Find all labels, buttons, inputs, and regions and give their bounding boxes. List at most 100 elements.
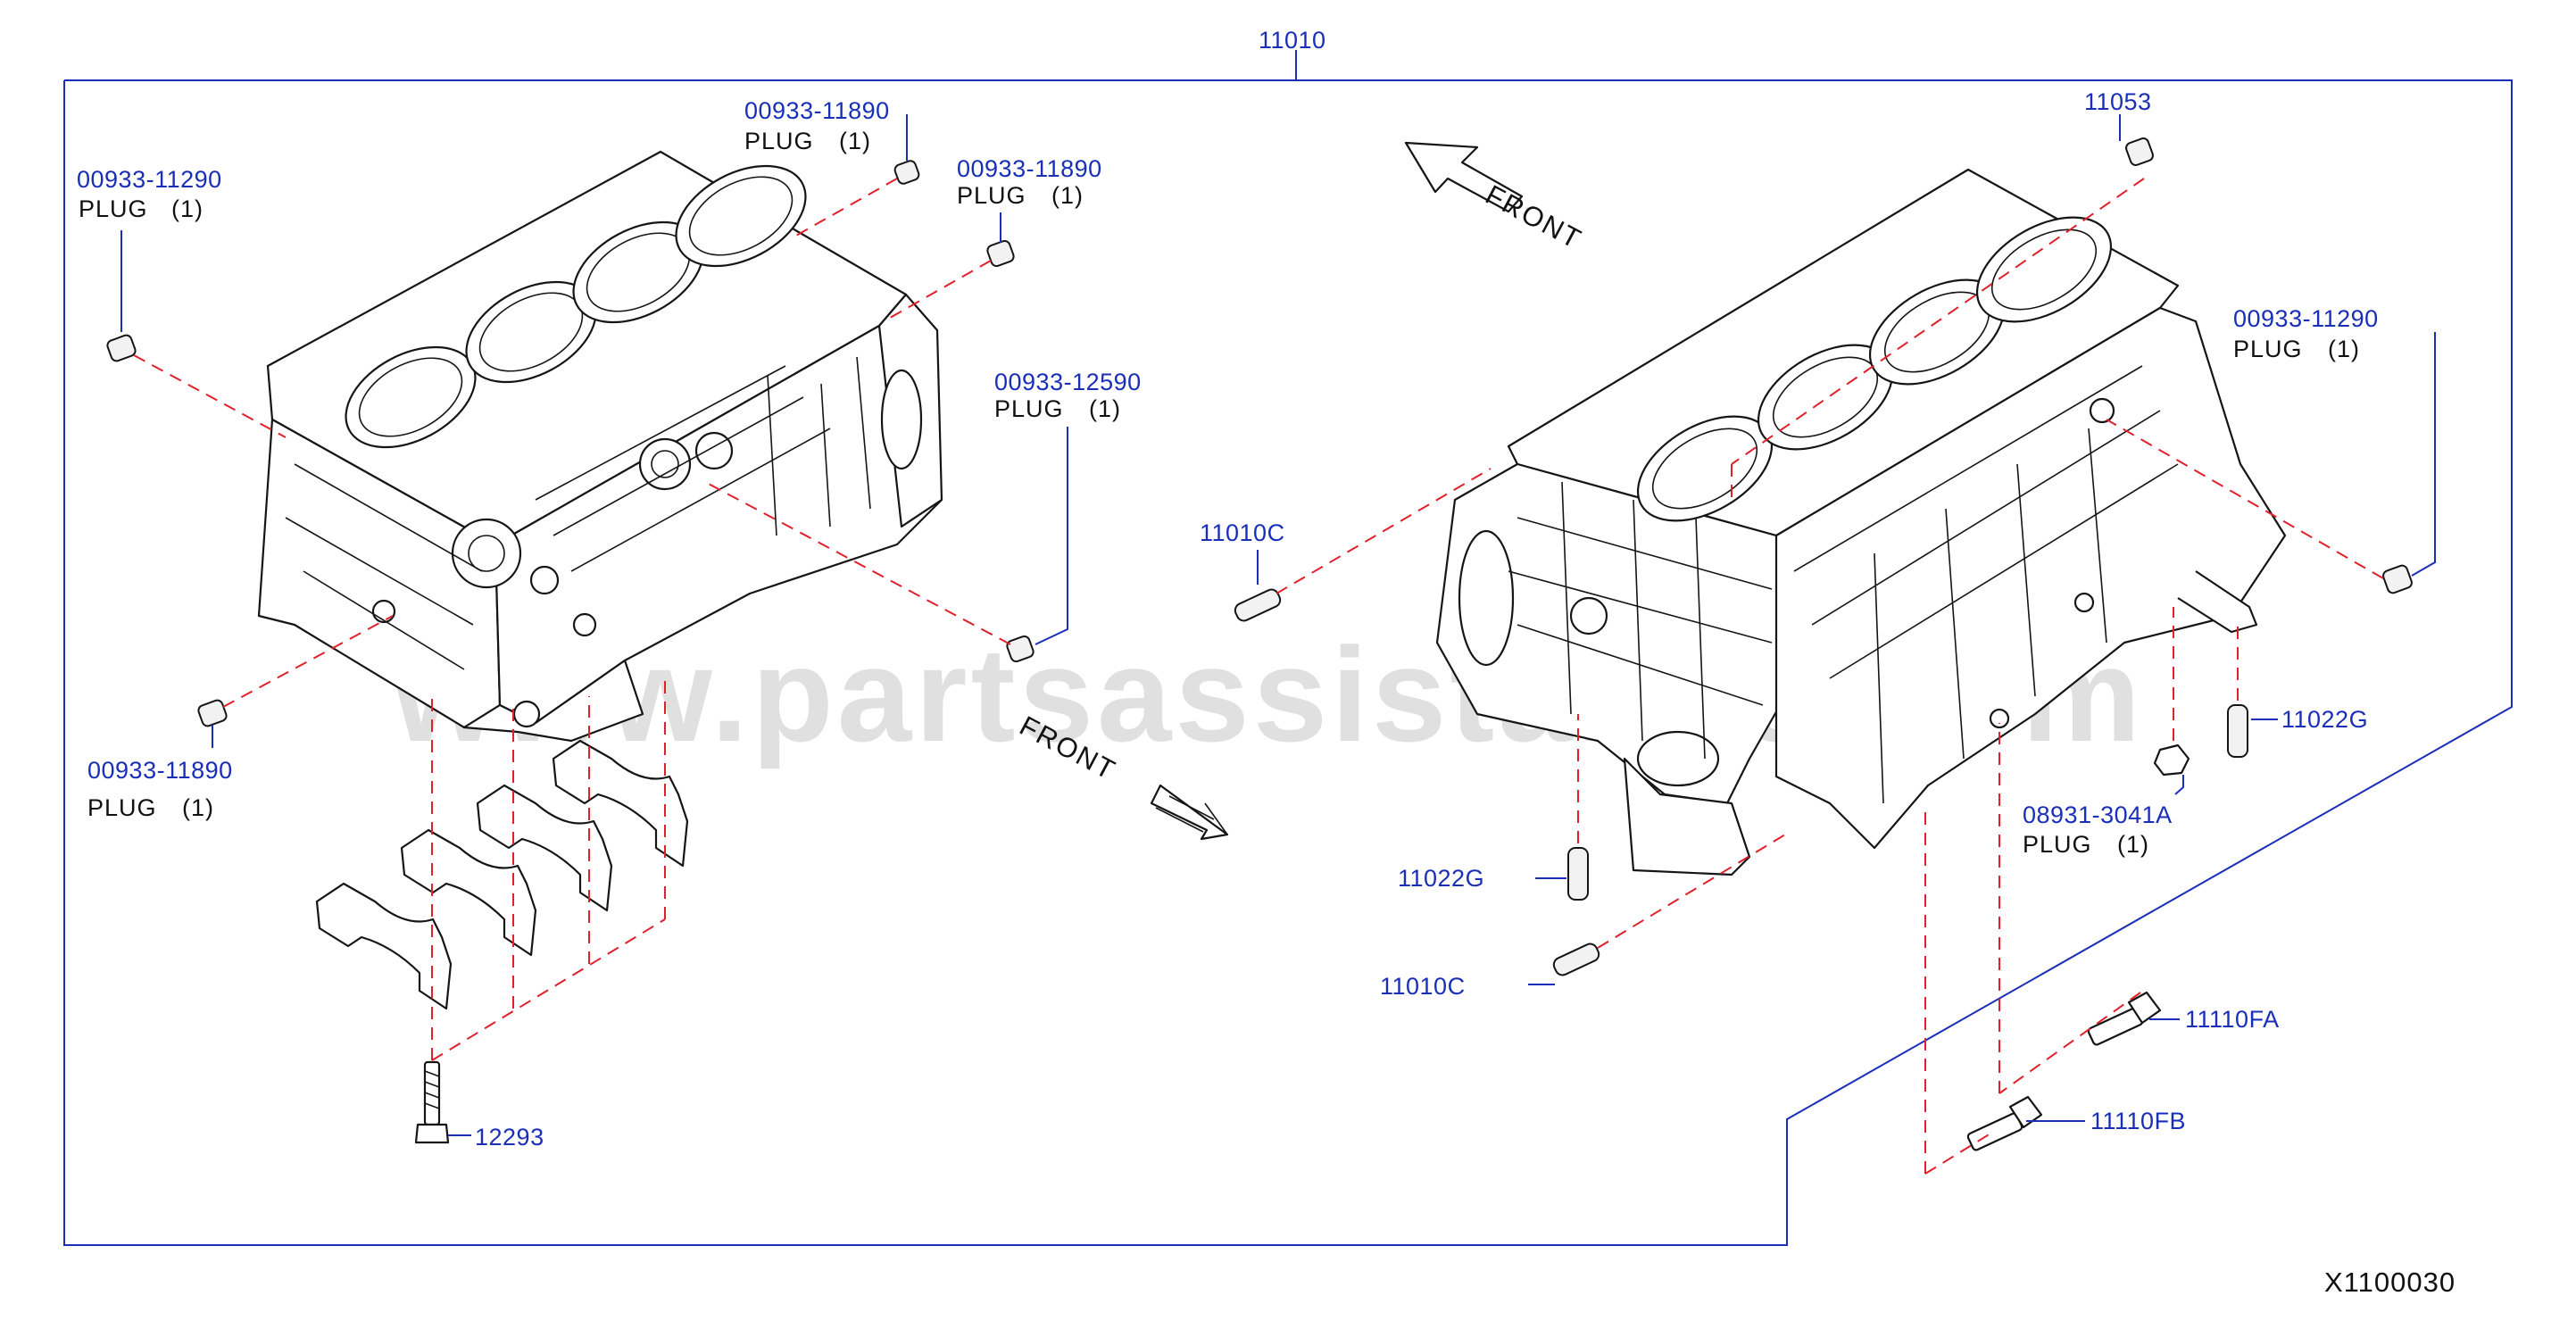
right-crank-bore	[1636, 730, 1720, 787]
left-boss-3	[529, 565, 560, 595]
plug-3041a-icon[interactable]	[2153, 743, 2190, 777]
pin-11022g-left-icon[interactable]	[1567, 847, 1589, 901]
plug-11890-top-qty: (1)	[839, 128, 871, 154]
left-cylinder-block	[257, 150, 943, 743]
left-bore-4-inner	[688, 176, 794, 256]
right-boss-4	[1989, 708, 2010, 729]
plug-3041a-pn[interactable]: 08931-3041A	[2023, 802, 2173, 828]
plug-3041a-leader	[2174, 775, 2184, 795]
left-boss-large-hole	[651, 450, 679, 478]
bolt-11110fa-pn[interactable]: 11110FA	[2185, 1006, 2280, 1033]
left-boss-5	[512, 700, 541, 728]
diagram-code: X1100030	[2324, 1267, 2456, 1298]
right-dashed-lines	[1276, 178, 2384, 1175]
plug-11890-right-desc: PLUG	[957, 182, 1026, 209]
right-front-arrow-icon	[1404, 141, 1524, 213]
main-bearing-caps	[315, 739, 689, 1010]
left-block-ribs	[535, 356, 871, 572]
bearing-cap-3	[476, 784, 613, 912]
left-oil-filter-hole	[468, 535, 505, 572]
part-11053-pn[interactable]: 11053	[2084, 88, 2152, 115]
plug-11890-right-qty: (1)	[1051, 182, 1084, 209]
right-small-parts	[1233, 137, 2413, 1151]
plug-11890-top-desc: PLUG	[744, 128, 814, 154]
left-boss-small	[694, 431, 734, 470]
plug-12590-desc: PLUG	[994, 395, 1064, 422]
plug-11290-left-desc: PLUG	[79, 195, 148, 222]
right-boss-3	[2073, 592, 2095, 613]
bearing-cap-1	[315, 882, 453, 1010]
right-front-label: FRONT	[1481, 179, 1588, 255]
plug-11890-right-pn[interactable]: 00933-11890	[957, 155, 1102, 182]
pin-11010c-lower-icon[interactable]	[1551, 942, 1601, 977]
right-front-opening	[1458, 529, 1515, 667]
plug-12590-leader	[1035, 427, 1068, 645]
plug-11290-right-leader	[2411, 332, 2436, 577]
pin-11022g-right-pn[interactable]: 11022G	[2281, 706, 2368, 733]
pin-11010c-upper-pn[interactable]: 11010C	[1200, 519, 1285, 546]
left-plugs	[106, 160, 1035, 727]
plug-11890-top-pn[interactable]: 00933-11890	[744, 97, 890, 124]
pin-11010c-lower-pn[interactable]: 11010C	[1380, 973, 1466, 1000]
part-11053-icon[interactable]	[2124, 137, 2154, 166]
right-boss-2	[2089, 397, 2115, 424]
plug-11290-left-qty: (1)	[171, 195, 204, 222]
right-bore-4	[1975, 216, 2113, 323]
left-bore-4	[675, 164, 807, 268]
pin-11010c-upper-icon[interactable]	[1233, 587, 1283, 623]
right-bore-4-inner	[1990, 228, 2098, 311]
bearing-cap-2	[400, 828, 537, 957]
plug-12590-qty: (1)	[1089, 395, 1121, 422]
plug-11890-bottom-desc: PLUG	[87, 794, 157, 821]
bolt-12293-pn[interactable]: 12293	[475, 1124, 544, 1150]
bolt-12293-head	[414, 1123, 450, 1144]
plug-3041a-desc: PLUG	[2023, 831, 2092, 858]
bolt-11110fa-icon[interactable]	[2087, 991, 2162, 1046]
plug-11290-left-icon[interactable]	[106, 334, 137, 362]
right-boss-1	[1569, 596, 1608, 635]
plug-12590-icon[interactable]	[1006, 635, 1035, 663]
bearing-cap-4	[552, 739, 689, 868]
plug-11290-right-pn[interactable]: 00933-11290	[2233, 305, 2379, 332]
plug-11290-left-pn[interactable]: 00933-11290	[77, 166, 222, 193]
left-front-arrow-lines	[1155, 795, 1228, 835]
right-bore-1-inner	[1651, 428, 1758, 510]
left-boss-4	[572, 612, 597, 637]
plug-11890-right-icon[interactable]	[986, 239, 1016, 268]
right-block-ribs	[1793, 365, 2179, 804]
plug-11290-right-desc: PLUG	[2233, 336, 2303, 362]
pin-11022g-right-icon[interactable]	[2227, 704, 2248, 758]
left-dashed-lines	[133, 178, 1011, 1061]
plug-11290-right-qty: (1)	[2328, 336, 2360, 362]
left-boss-6	[371, 599, 396, 624]
right-cylinder-block	[1435, 168, 2287, 876]
left-boss-large	[638, 437, 692, 491]
right-block-skirt	[1623, 757, 1751, 876]
bolt-12293-drawing	[414, 1060, 450, 1144]
bolt-12293-thread	[424, 1070, 440, 1109]
right-mount-tab	[2177, 570, 2258, 634]
left-block-skirt	[462, 659, 644, 743]
right-front-ribs	[1508, 481, 1773, 760]
right-front-arrow: FRONT	[1404, 141, 1588, 255]
bolt-11110fb-pn[interactable]: 11110FB	[2090, 1108, 2186, 1134]
assembly-part-number[interactable]: 11010	[1259, 27, 1326, 54]
plug-3041a-qty: (1)	[2117, 831, 2149, 858]
left-oil-filter-boss	[451, 518, 522, 589]
left-crank-seal-bore	[880, 369, 923, 470]
pin-11022g-left-pn[interactable]: 11022G	[1398, 865, 1484, 892]
left-bore-1-inner	[358, 357, 463, 437]
assembly-outline	[63, 79, 2513, 1246]
bolt-11110fb-icon[interactable]	[1966, 1095, 2043, 1151]
plug-11890-bottom-icon[interactable]	[197, 699, 229, 727]
plug-11290-right-icon[interactable]	[2381, 564, 2413, 594]
plug-12590-pn[interactable]: 00933-12590	[994, 369, 1142, 395]
left-front-arrow-icon	[1150, 784, 1229, 841]
plug-11890-top-icon[interactable]	[893, 160, 920, 186]
right-block-side-face	[1774, 306, 2287, 850]
plug-11890-bottom-qty: (1)	[182, 794, 214, 821]
plug-11890-bottom-pn[interactable]: 00933-11890	[87, 757, 233, 784]
left-front-ribs	[285, 463, 483, 670]
